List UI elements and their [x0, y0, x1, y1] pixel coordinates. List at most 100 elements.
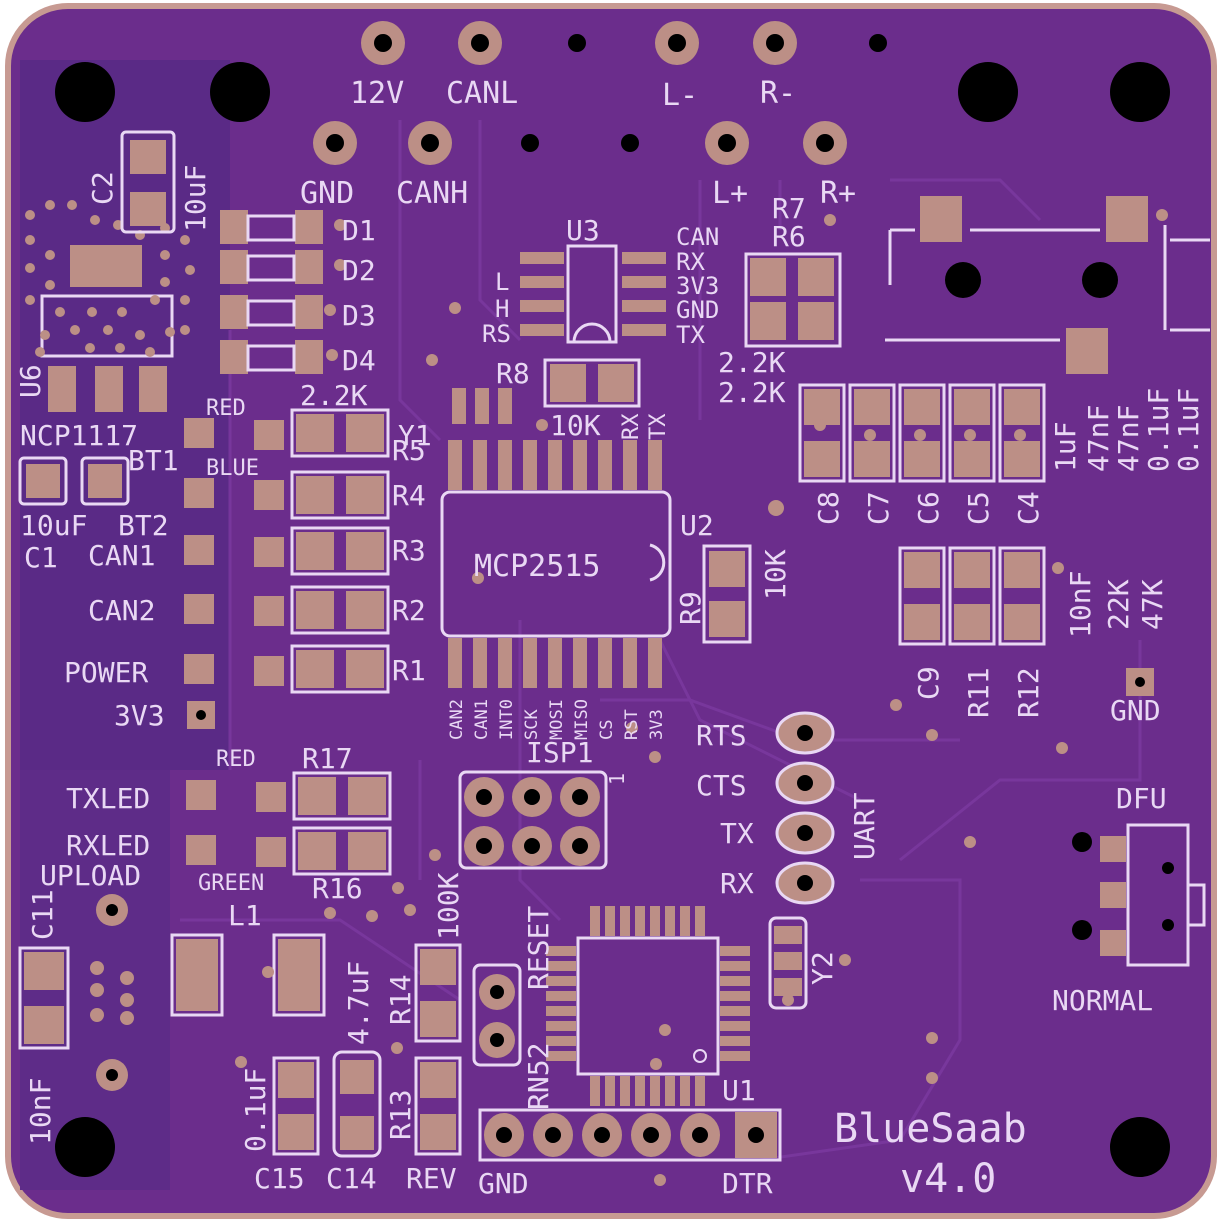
board-name: BlueSaab	[834, 1106, 1027, 1152]
label-txled: TXLED	[66, 782, 150, 815]
label-r5: R5	[392, 434, 426, 467]
label-reset: RESET	[522, 906, 555, 990]
label-r6-value: 2.2K	[718, 346, 786, 379]
label-c9-value: 10nF	[1064, 571, 1097, 638]
y2-crystal	[768, 916, 808, 1010]
silkscreen-text: 12V CANL L- R- GND CANH L+ R+ D1 D2 D3 D…	[14, 76, 1205, 1202]
label-gnd-top: GND	[300, 176, 354, 211]
label-u3-l: L	[495, 268, 509, 296]
label-c15: C15	[254, 1162, 305, 1195]
label-r14: R14	[384, 974, 417, 1025]
resistor-r1-r5	[290, 408, 392, 876]
svg-text:MOSI: MOSI	[547, 699, 567, 740]
label-u6: U6	[14, 364, 47, 398]
label-r11-value: 22K	[1102, 579, 1135, 630]
label-d2: D2	[342, 254, 376, 287]
svg-text:RST: RST	[622, 709, 642, 740]
label-r9: R9	[674, 591, 707, 625]
label-power: POWER	[64, 656, 148, 689]
label-r-minus: R-	[760, 76, 796, 111]
label-r7: R7	[772, 192, 806, 225]
label-r4: R4	[392, 479, 426, 512]
label-l1: L1	[228, 899, 262, 932]
mount-hole-br	[1110, 1117, 1170, 1177]
label-d3: D3	[342, 299, 376, 332]
label-u1: U1	[722, 1074, 756, 1107]
isp-header	[458, 770, 608, 870]
label-green: GREEN	[198, 871, 264, 896]
label-c8: C8	[812, 491, 845, 525]
label-r8: R8	[496, 357, 530, 390]
label-cts: CTS	[696, 769, 747, 802]
label-l-minus: L-	[662, 78, 698, 113]
label-d4: D4	[342, 344, 376, 377]
label-mcp2515: MCP2515	[474, 549, 600, 584]
label-c6-value: 47nF	[1112, 405, 1145, 472]
lower-left-passives	[18, 456, 462, 1158]
label-r12: R12	[1012, 667, 1045, 718]
u1-microcontroller	[546, 906, 750, 1106]
r8-resistor	[543, 358, 641, 408]
label-rx: RX	[720, 867, 754, 900]
label-c7: C7	[862, 491, 895, 525]
label-12v: 12V	[350, 76, 404, 111]
svg-text:3V3: 3V3	[647, 709, 667, 740]
label-c7-value: 47nF	[1082, 405, 1115, 472]
svg-text:INT0: INT0	[497, 699, 517, 740]
label-c11-value: 10nF	[24, 1078, 57, 1145]
mcp2515-ic	[440, 440, 672, 688]
label-r17: R17	[302, 742, 353, 775]
label-blue: BLUE	[206, 456, 259, 481]
label-u3-can: CAN	[676, 223, 719, 251]
label-u3-rx: RX	[676, 248, 705, 276]
label-r8-value: 10K	[550, 409, 601, 442]
label-c14: C14	[326, 1162, 377, 1195]
label-dfu: DFU	[1116, 782, 1167, 815]
label-tx-vert: TX	[646, 413, 671, 440]
label-u3: U3	[566, 214, 600, 247]
mounting-holes	[55, 34, 1170, 1177]
label-3v3: 3V3	[114, 699, 165, 732]
label-d1: D1	[342, 214, 376, 247]
label-r5-value: 2.2K	[300, 379, 368, 412]
label-c2-value: 10uF	[179, 165, 212, 232]
label-can2: CAN2	[88, 594, 155, 627]
r9-resistor	[702, 544, 752, 644]
label-gnd-testpoint: GND	[1110, 694, 1161, 727]
label-r16: R16	[312, 872, 363, 905]
vias	[235, 209, 1168, 1186]
label-normal: NORMAL	[1052, 984, 1153, 1017]
label-c2: C2	[86, 171, 119, 205]
dfu-switch	[1072, 823, 1206, 967]
label-upload: UPLOAD	[40, 859, 141, 892]
label-r13: R13	[384, 1089, 417, 1140]
svg-text:CAN2: CAN2	[447, 699, 467, 740]
label-c11: C11	[26, 889, 59, 940]
label-uart: UART	[848, 792, 881, 860]
label-ftdi-dtr: DTR	[722, 1167, 773, 1200]
label-c4: C4	[1012, 491, 1045, 525]
mount-hole-tr	[958, 62, 1018, 122]
label-y1: Y1	[398, 419, 432, 452]
label-rev: REV	[406, 1162, 457, 1195]
mount-hole-bl	[55, 1117, 115, 1177]
label-r12-value: 47K	[1136, 579, 1169, 630]
label-c15-value: 0.1uF	[239, 1068, 272, 1152]
label-rn52: RN52	[522, 1043, 555, 1110]
label-y2: Y2	[806, 951, 839, 985]
label-u3-tx: TX	[676, 321, 705, 349]
label-c14-value: 4.7uF	[342, 961, 375, 1045]
diodes	[220, 210, 323, 374]
label-r3: R3	[392, 534, 426, 567]
label-isp-pin1: 1	[605, 773, 629, 785]
audio-jack	[885, 196, 1210, 374]
label-r7-value: 2.2K	[718, 376, 786, 409]
svg-text:SCK: SCK	[522, 709, 542, 740]
copper-pour-left	[20, 60, 230, 770]
mount-hole-tl2	[210, 62, 270, 122]
mount-hole-tr2	[1110, 62, 1170, 122]
svg-text:MISO: MISO	[572, 699, 592, 740]
label-c6: C6	[912, 491, 945, 525]
label-c1: C1	[24, 541, 58, 574]
label-c5: C5	[962, 491, 995, 525]
